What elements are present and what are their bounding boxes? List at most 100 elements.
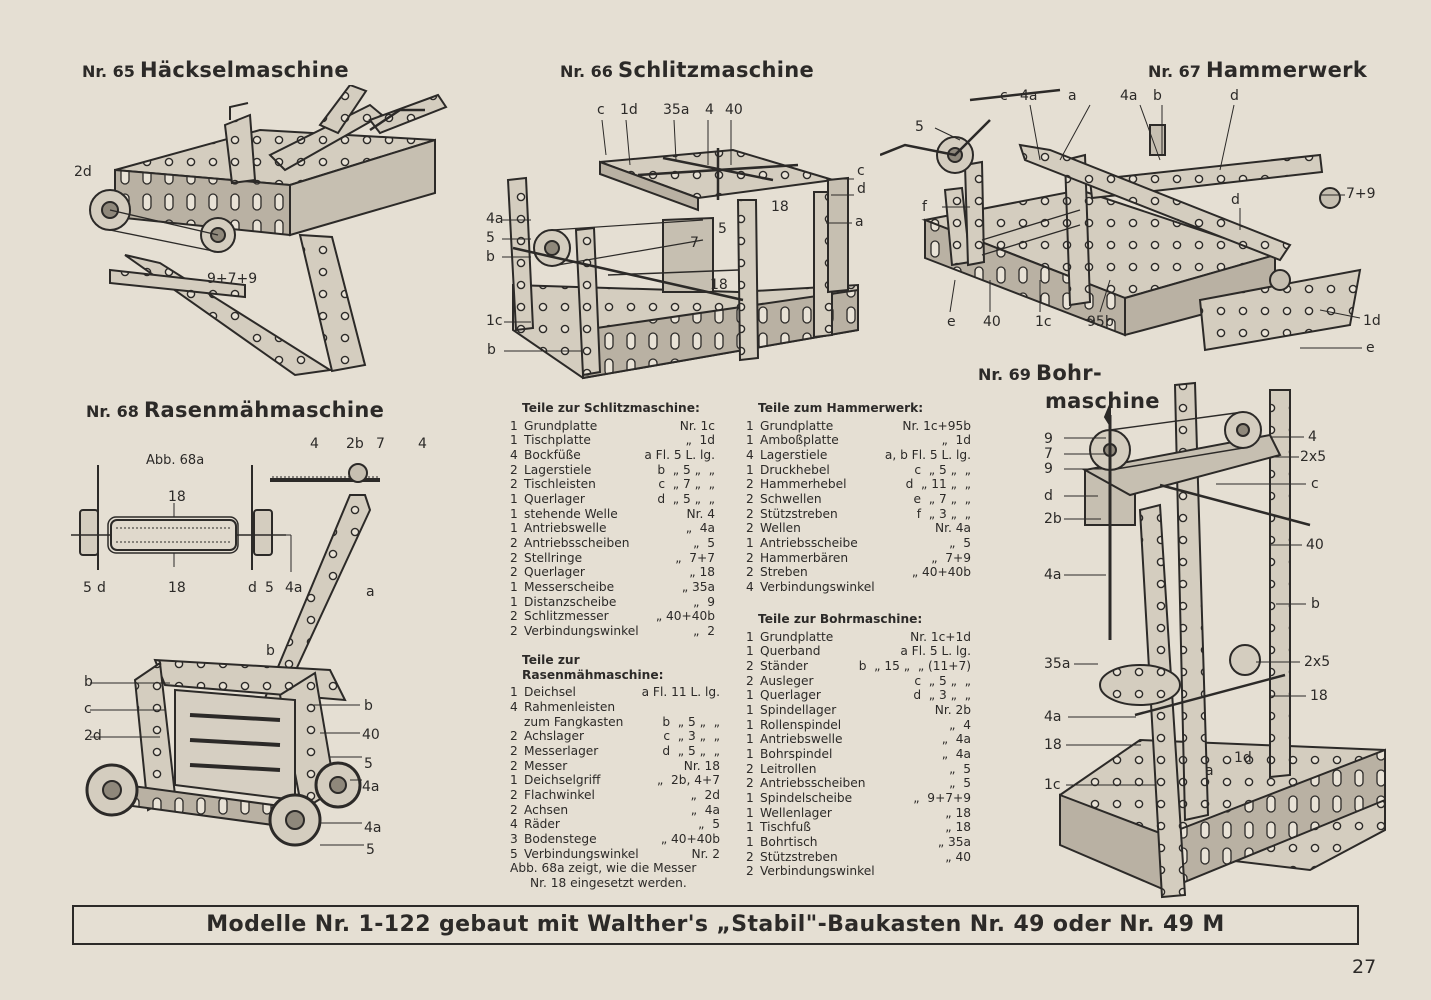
label-18: 18 [771,199,789,215]
label-c: c [597,102,605,118]
label-2x5: 2x5 [1300,449,1327,465]
label-5: 5 [366,842,375,858]
part-name: Rollenspindel [760,717,842,732]
part-spec: c „ 7 „ „ [658,477,715,492]
part-spec: b „ 5 „ „ [662,714,720,729]
part-name: Streben [760,565,808,580]
part-quantity: 2 [746,477,754,492]
part-name: Messer [524,758,568,773]
part-name: Grundplatte [760,418,834,433]
model-name: maschine [1045,389,1160,413]
part-name: Querband [760,644,821,659]
label-a: a [855,214,864,230]
part-spec: „ 4a [941,732,971,747]
part-name: Deichsel [524,685,576,700]
part-name: Messerlager [524,743,599,758]
label-18: 18 [168,489,186,505]
label-2x5: 2x5 [1304,654,1331,670]
part-spec: d „ 3 „ „ [913,688,971,703]
part-name: Antriebswelle [760,732,843,747]
part-name: Messerscheibe [524,579,615,594]
part-quantity: 1 [746,462,754,477]
label-d: d [857,181,866,197]
part-name: Verbindungswinkel [760,579,875,594]
part-name: Bodenstege [524,831,597,846]
part-quantity: 3 [510,831,518,846]
part-spec: „ 40 [945,849,971,864]
part-quantity: 2 [746,550,754,565]
part-spec: „ 5 [949,776,971,791]
part-quantity: 2 [510,477,518,492]
part-spec: „ 18 [945,820,971,835]
label-2b: 2b [346,436,364,452]
part-quantity: 1 [746,717,754,732]
label-f: f [922,199,927,215]
part-quantity: 2 [746,849,754,864]
part-quantity: 2 [510,535,518,550]
part-spec: Nr. 4 [686,506,715,521]
label-4a: 4a [364,820,382,836]
part-quantity: 2 [746,565,754,580]
part-name: Grundplatte [760,629,834,644]
label-4: 4 [705,102,714,118]
label-4a: 4a [285,580,303,596]
part-name: stehende Welle [524,506,618,521]
part-name: Hammerhebel [760,477,847,492]
part-quantity: 1 [746,746,754,761]
part-quantity: 1 [510,685,518,700]
label-b: b [1153,88,1162,104]
label-4: 4 [1308,429,1317,445]
part-spec: d „ 5 „ „ [662,743,720,758]
model-number: Nr. 67 [1148,62,1201,81]
part-name: Bohrspindel [760,746,833,761]
label-18: 18 [168,580,186,596]
part-spec: b „ 15 „ „ (11+7) [858,658,971,673]
label-2d: 2d [84,728,102,744]
part-spec: Nr. 1c [679,418,715,433]
part-quantity: 1 [746,688,754,703]
label-d: d [1230,88,1239,104]
part-quantity: 1 [510,773,518,788]
part-spec: a Fl. 5 L. lg. [644,447,715,462]
part-spec: Nr. 1c+1d [910,629,971,644]
label-4a: 4a [1020,88,1038,104]
part-quantity: 1 [746,433,754,448]
label-5: 5 [486,230,495,246]
leader-lines [934,104,1362,349]
label-d: d [97,580,106,596]
part-name: Achslager [524,729,584,744]
kit-banner: Modelle Nr. 1-122 gebaut mit Walther's „… [72,905,1359,945]
parts-list-row: 2 Hammerhebel d „ 11 „ „ [746,477,971,492]
part-name: Wellen [760,521,801,536]
part-spec: d „ 11 „ „ [905,477,971,492]
part-spec: e „ 7 „ „ [913,491,971,506]
label-b: b [84,674,93,690]
label-7: 7 [376,436,385,452]
part-name: Verbindungswinkel [524,623,639,638]
part-spec: „ 9+7+9 [913,790,971,805]
label-40: 40 [362,727,380,743]
title-model-68: Nr. 68 Rasenmähmaschine [86,398,384,422]
label-95b: 95b [1087,314,1114,330]
page-number: 27 [1352,956,1377,978]
part-quantity: 1 [746,805,754,820]
part-quantity: 1 [510,491,518,506]
part-quantity: 2 [746,658,754,673]
part-spec: „ 40+40b [911,565,971,580]
